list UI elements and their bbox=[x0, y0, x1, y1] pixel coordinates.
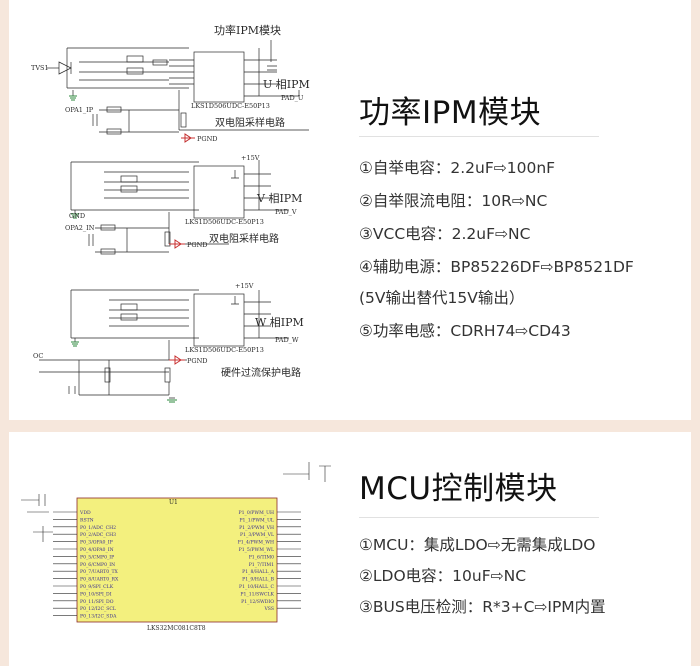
mcu-title: MCU控制模块 bbox=[359, 471, 558, 507]
mcu-pin-label: P0_3/OPA0_IP bbox=[80, 540, 113, 546]
mcu-pin-label: P1_4/PWM_WH bbox=[238, 540, 274, 546]
mcu-item-2: ②LDO电容：10uF⇨NC bbox=[359, 567, 527, 585]
sense-caption-1: 双电阻采样电路 bbox=[215, 116, 285, 129]
mcu-pin-label: P0_2/ADC_CH3 bbox=[80, 532, 116, 538]
pgnd-label-v: PGND bbox=[187, 241, 207, 249]
mcu-pin-label: P1_2/PWM_VH bbox=[239, 525, 274, 531]
ipm-schematic-diagram: 功率IPM模块 U 相IPM V 相IPM W 相IPM 双电阻采样电路 双电阻… bbox=[31, 23, 310, 403]
opa1-label: OPA1_IP bbox=[65, 106, 94, 114]
gnd-label: GND bbox=[69, 212, 85, 220]
mcu-pin-label: P1_0/PWM_UH bbox=[239, 510, 274, 516]
mcu-pin-label: P0_4/OPA0_IN bbox=[80, 547, 114, 553]
ipm-section: 功率IPM模块 U 相IPM V 相IPM W 相IPM 双电阻采样电路 双电阻… bbox=[9, 0, 691, 420]
mcu-change-list: ①MCU：集成LDO⇨无需集成LDO ②LDO电容：10uF⇨NC ③BUS电压… bbox=[359, 530, 606, 623]
ipm-item-2: ②自举限流电阻：10R⇨NC bbox=[359, 192, 548, 210]
w-chip-label: LKS1D506UDC-E50P13 bbox=[185, 346, 264, 354]
v15-label-w: +15V bbox=[235, 282, 254, 290]
ipm-item-3: ③VCC电容：2.2uF⇨NC bbox=[359, 225, 531, 243]
mcu-item-1: ①MCU：集成LDO⇨无需集成LDO bbox=[359, 536, 596, 554]
v15-label-v: +15V bbox=[241, 154, 260, 162]
mcu-pin-label: P0_5/CMP0_IP bbox=[80, 554, 114, 560]
mcu-pin-label: P1_8/HALL_A bbox=[242, 569, 275, 575]
ipm-title: 功率IPM模块 bbox=[359, 95, 542, 131]
pgnd-label-u: PGND bbox=[197, 135, 217, 143]
ipm-item-5: ⑤功率电感：CDRH74⇨CD43 bbox=[359, 322, 571, 340]
ocp-caption: 硬件过流保护电路 bbox=[221, 366, 301, 379]
mcu-pin-label: P0_9/SPI_CLK bbox=[80, 584, 114, 590]
mcu-pin-label: P0_12/I2C_SCL bbox=[80, 606, 116, 612]
mcu-chip-body bbox=[76, 497, 278, 623]
mcu-pin-label: P1_12/SWDIO bbox=[241, 599, 274, 605]
opa2-label: OPA2_IN bbox=[65, 224, 95, 232]
oc-label: OC bbox=[33, 352, 43, 360]
mcu-pin-label: P0_6/CMP0_IN bbox=[80, 562, 115, 568]
u-phase-label: U 相IPM bbox=[263, 78, 310, 91]
ipm-change-list: ①自举电容：2.2uF⇨100nF ②自举限流电阻：10R⇨NC ③VCC电容：… bbox=[359, 152, 634, 348]
tvs-label: TVS1 bbox=[31, 64, 49, 72]
w-phase-label: W 相IPM bbox=[255, 316, 304, 329]
v-phase-label: V 相IPM bbox=[256, 192, 302, 205]
pgnd-label-w: PGND bbox=[187, 357, 207, 365]
mcu-title-divider bbox=[359, 517, 599, 518]
mcu-pin-label: P1_9/HALL_B bbox=[242, 577, 275, 583]
schematic-title: 功率IPM模块 bbox=[214, 23, 281, 37]
ipm-item-4-note: (5V输出替代15V输出） bbox=[359, 289, 525, 307]
w-pad-label: PAD_W bbox=[275, 336, 299, 344]
mcu-part-number: LKS32MC081C8T8 bbox=[147, 625, 206, 632]
mcu-pin-label: P1_7/TIM1 bbox=[249, 562, 274, 568]
mcu-pin-label: P1_3/PWM_VL bbox=[240, 532, 274, 538]
mcu-pin-label: P0_11/SPI_DO bbox=[80, 599, 114, 605]
mcu-pin-label: P0_8/UART0_RX bbox=[80, 577, 119, 583]
v-pad-label: PAD_V bbox=[275, 208, 297, 216]
mcu-chip-designator: U1 bbox=[169, 499, 178, 506]
u-chip-label: LKS1D506UDC-E50P13 bbox=[191, 102, 270, 110]
mcu-pin-label: P0_13/I2C_SDA bbox=[80, 614, 117, 620]
ipm-item-4: ④辅助电源：BP85226DF⇨BP8521DF bbox=[359, 258, 634, 276]
mcu-pin-label: VSS bbox=[263, 606, 274, 612]
mcu-pin-label: P0_10/SPI_DI bbox=[80, 591, 112, 597]
mcu-pin-label: P1_6/TIM0 bbox=[249, 554, 274, 560]
mcu-pin-label: VDD bbox=[79, 510, 91, 516]
u-pad-label: PAD_U bbox=[281, 94, 304, 102]
sense-caption-2: 双电阻采样电路 bbox=[209, 232, 279, 245]
mcu-item-3: ③BUS电压检测：R*3+C⇨IPM内置 bbox=[359, 598, 606, 616]
mcu-pin-label: RSTN bbox=[80, 517, 94, 523]
mcu-pin-label: P1_1/PWM_UL bbox=[239, 517, 274, 523]
mcu-pin-label: P0_7/UART0_TX bbox=[80, 569, 119, 575]
mcu-pin-label: P1_11/SWCLK bbox=[240, 591, 274, 597]
mcu-pin-label: P1_5/PWM_WL bbox=[239, 547, 274, 553]
ipm-item-1: ①自举电容：2.2uF⇨100nF bbox=[359, 159, 556, 177]
mcu-pin-label: P1_10/HALL_C bbox=[239, 584, 274, 590]
v-chip-label: LKS1D506UDC-E50P13 bbox=[185, 218, 264, 226]
mcu-pin-label: P0_1/ADC_CH2 bbox=[80, 525, 116, 531]
ipm-title-divider bbox=[359, 136, 599, 137]
